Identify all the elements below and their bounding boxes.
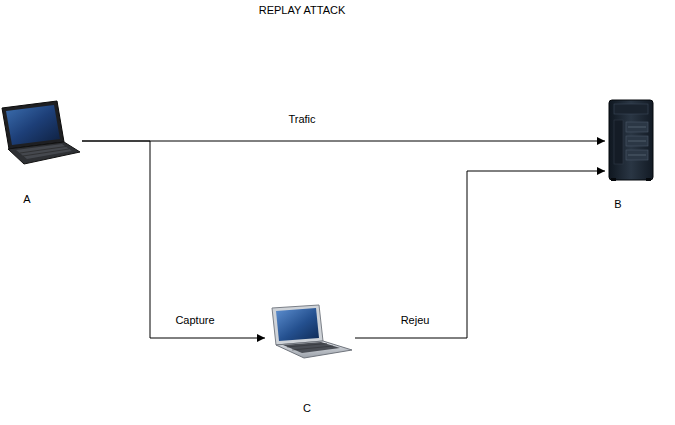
device-node: A <box>0 100 82 210</box>
device-label: A <box>23 193 30 206</box>
diagram-title: REPLAY ATTACK <box>259 4 346 16</box>
laptop-icon <box>2 101 80 164</box>
connector-arrow <box>82 141 605 142</box>
server-icon <box>609 100 653 181</box>
connector-arrow <box>355 171 605 338</box>
connector-arrow <box>82 141 265 338</box>
device-label: C <box>303 402 311 415</box>
laptop-icon <box>272 305 352 358</box>
edge-label: Rejeu <box>399 314 432 327</box>
device-node: B <box>605 98 657 213</box>
device-node: C <box>265 300 355 418</box>
edge-label: Capture <box>173 314 216 327</box>
device-label: B <box>614 198 621 211</box>
edge-label: Trafic <box>286 113 317 126</box>
